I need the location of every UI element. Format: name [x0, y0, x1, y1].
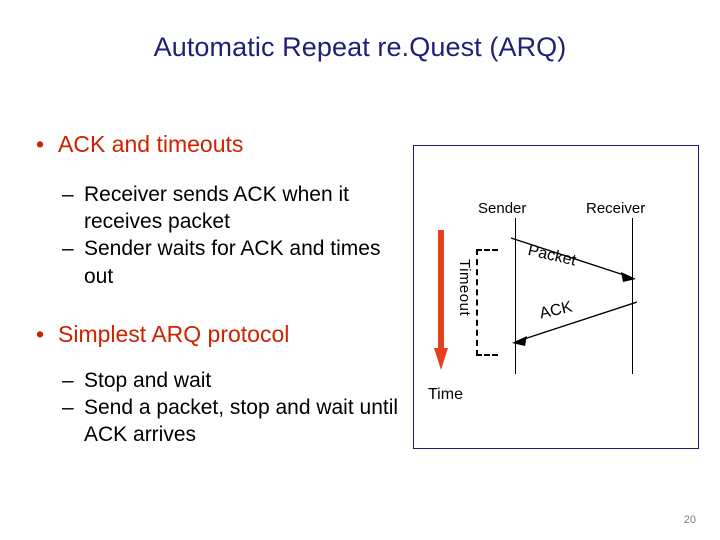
bullet-group-1: – Receiver sends ACK when it receives pa…	[22, 181, 412, 290]
receiver-timeline	[632, 218, 633, 374]
bullet-text: Send a packet, stop and wait until ACK a…	[84, 395, 399, 447]
bullet-level1-simplest-arq: • Simplest ARQ protocol	[22, 320, 412, 349]
bullet-text: Receiver sends ACK when it receives pack…	[84, 182, 349, 234]
bullet-list: • ACK and timeouts – Receiver sends ACK …	[22, 130, 412, 449]
dash-marker-icon: –	[62, 395, 74, 419]
packet-message-arrow-icon	[510, 237, 636, 282]
bullet-text: Sender waits for ACK and times out	[84, 237, 381, 288]
bullet-text: Simplest ARQ protocol	[58, 320, 290, 347]
bullet-level2-send-packet: – Send a packet, stop and wait until ACK…	[22, 394, 412, 449]
time-direction-arrow-icon	[434, 230, 448, 370]
dash-marker-icon: –	[62, 368, 74, 392]
diagram-label-timeout: Timeout	[456, 259, 473, 317]
diagram-label-sender: Sender	[478, 200, 527, 217]
ack-message-arrow-icon	[512, 301, 638, 346]
bullet-level1-ack: • ACK and timeouts	[22, 130, 412, 159]
dash-marker-icon: –	[62, 237, 74, 261]
bullet-level2-sender-waits: – Sender waits for ACK and times out	[22, 235, 412, 290]
bullet-level2-stop-and-wait: – Stop and wait	[22, 367, 412, 394]
bullet-marker-icon: •	[36, 131, 45, 157]
dash-marker-icon: –	[62, 182, 74, 206]
arq-timing-diagram: Sender Receiver Timeout Packet ACK Time	[413, 145, 699, 449]
diagram-label-time: Time	[428, 386, 463, 403]
bullet-text: ACK and timeouts	[58, 131, 244, 157]
diagram-label-receiver: Receiver	[586, 200, 646, 217]
timeout-bracket	[476, 249, 498, 356]
page-title: Automatic Repeat re.Quest (ARQ)	[153, 32, 567, 62]
page-number: 20	[683, 514, 696, 526]
bullet-marker-icon: •	[36, 320, 45, 347]
sender-timeline	[515, 218, 516, 374]
bullet-group-2: – Stop and wait – Send a packet, stop an…	[22, 367, 412, 449]
bullet-text: Stop and wait	[84, 368, 212, 392]
bullet-level2-receiver-sends-ack: – Receiver sends ACK when it receives pa…	[22, 181, 412, 236]
